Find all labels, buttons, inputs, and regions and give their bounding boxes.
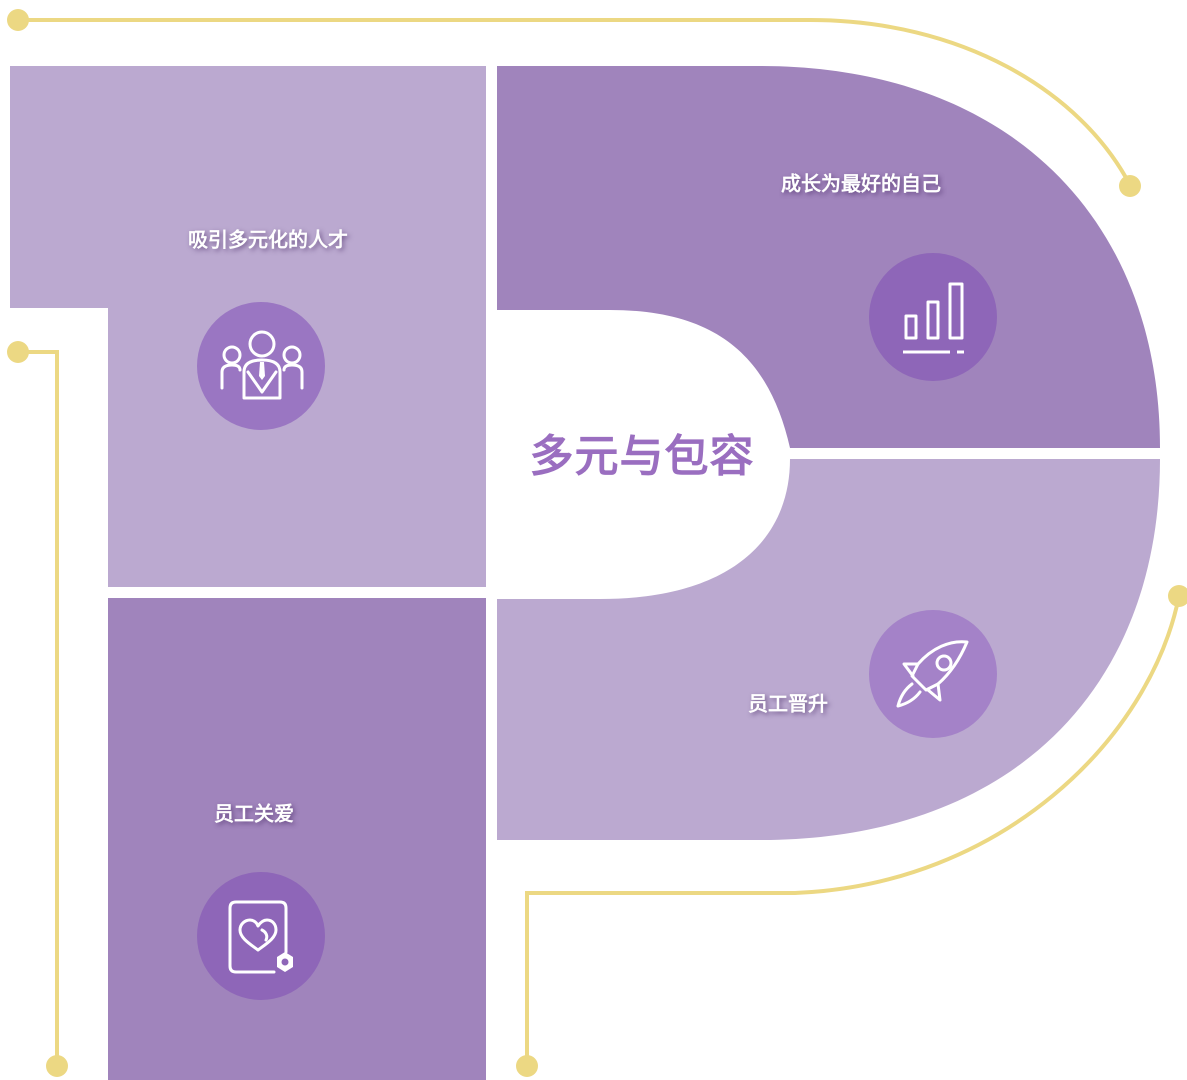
rocket-icon (869, 610, 997, 738)
connector-dots (7, 9, 1187, 1077)
connector-lines (18, 18, 1181, 1066)
label-grow: 成长为最好的自己 (781, 171, 941, 196)
connector-dot (46, 1055, 68, 1077)
label-care: 员工关爱 (214, 801, 294, 826)
center-title: 多元与包容 (529, 431, 755, 482)
top-connector (18, 18, 1132, 186)
panel-promotion (497, 459, 1160, 840)
label-attract: 吸引多元化的人才 (188, 227, 348, 252)
connector-dot (516, 1055, 538, 1077)
people-group-icon (197, 302, 325, 430)
panel-care (108, 598, 486, 1080)
bar-chart-icon (869, 253, 997, 381)
panel-grow (497, 66, 1160, 448)
connector-dot (7, 341, 29, 363)
connector-dot (7, 9, 29, 31)
connector-dot (1168, 585, 1187, 607)
left-connector (18, 350, 59, 1066)
heart-card-icon (197, 872, 325, 1000)
label-promotion: 员工晋升 (748, 691, 828, 716)
connector-dot (1119, 175, 1141, 197)
right-connector (525, 595, 1181, 1066)
